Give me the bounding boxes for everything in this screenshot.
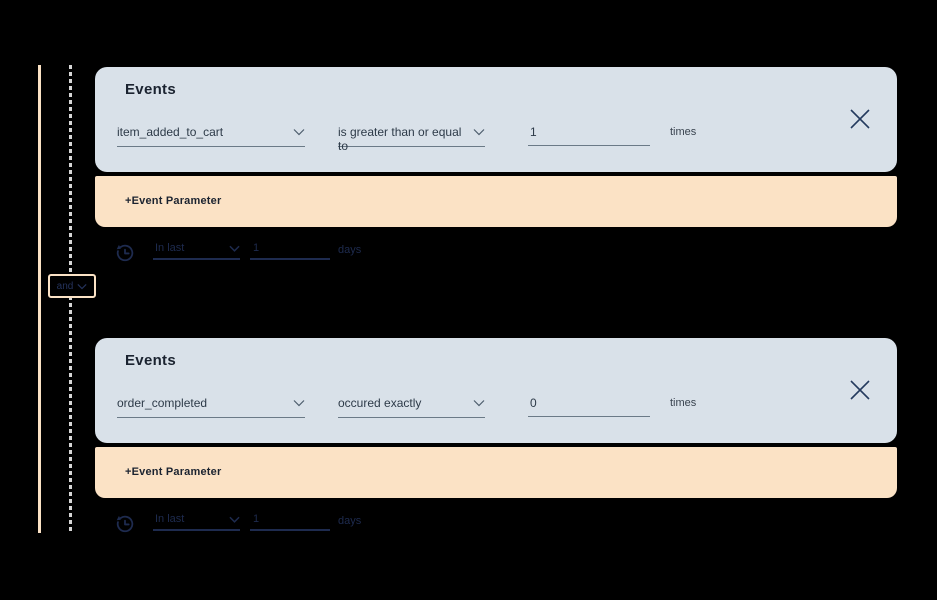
event-name-dropdown[interactable]: order_completed <box>117 396 305 418</box>
operator-value: occured exactly <box>338 396 422 410</box>
events-card-title: Events <box>125 81 176 98</box>
recency-window-value: In last <box>155 242 185 254</box>
count-input[interactable]: 0 <box>528 396 650 417</box>
recency-window-value: In last <box>155 513 185 525</box>
chevron-down-icon <box>293 129 305 136</box>
close-icon[interactable] <box>848 378 872 402</box>
recency-row: In last 1 days <box>114 512 384 538</box>
connector-dotted-line <box>69 65 72 533</box>
add-event-parameter-label: +Event Parameter <box>125 195 222 207</box>
recency-unit-label: days <box>338 515 362 527</box>
recency-window-dropdown[interactable]: In last <box>153 513 240 531</box>
event-name-value: item_added_to_cart <box>117 125 224 139</box>
count-unit-label: times <box>670 397 697 409</box>
chevron-down-icon <box>229 516 240 523</box>
add-event-parameter-button[interactable]: +Event Parameter <box>95 176 897 227</box>
chevron-down-icon <box>77 283 87 289</box>
events-card: Events order_completed occured exactly 0… <box>95 338 897 443</box>
chevron-down-icon <box>229 245 240 252</box>
close-icon[interactable] <box>848 107 872 131</box>
add-event-parameter-button[interactable]: +Event Parameter <box>95 447 897 498</box>
event-name-value: order_completed <box>117 396 208 410</box>
count-input[interactable]: 1 <box>528 125 650 146</box>
events-card-title: Events <box>125 352 176 369</box>
operator-value: is greater than or equal to <box>338 125 462 153</box>
add-event-parameter-label: +Event Parameter <box>125 466 222 478</box>
condition-connector-dropdown[interactable]: and <box>48 274 96 298</box>
history-clock-icon <box>116 515 134 533</box>
connector-label: and <box>56 280 74 292</box>
recency-value-input[interactable]: 1 <box>250 242 330 260</box>
history-clock-icon <box>116 244 134 262</box>
recency-window-dropdown[interactable]: In last <box>153 242 240 260</box>
event-name-dropdown[interactable]: item_added_to_cart <box>117 125 305 147</box>
count-unit-label: times <box>670 126 697 138</box>
recency-unit-label: days <box>338 244 362 256</box>
chevron-down-icon <box>473 400 485 407</box>
group-accent-bar <box>38 65 41 533</box>
recency-row: In last 1 days <box>114 241 384 267</box>
operator-dropdown[interactable]: is greater than or equal to <box>338 125 485 153</box>
chevron-down-icon <box>473 129 485 136</box>
chevron-down-icon <box>293 400 305 407</box>
operator-dropdown[interactable]: occured exactly <box>338 396 485 418</box>
recency-value-input[interactable]: 1 <box>250 513 330 531</box>
events-card: Events item_added_to_cart is greater tha… <box>95 67 897 172</box>
